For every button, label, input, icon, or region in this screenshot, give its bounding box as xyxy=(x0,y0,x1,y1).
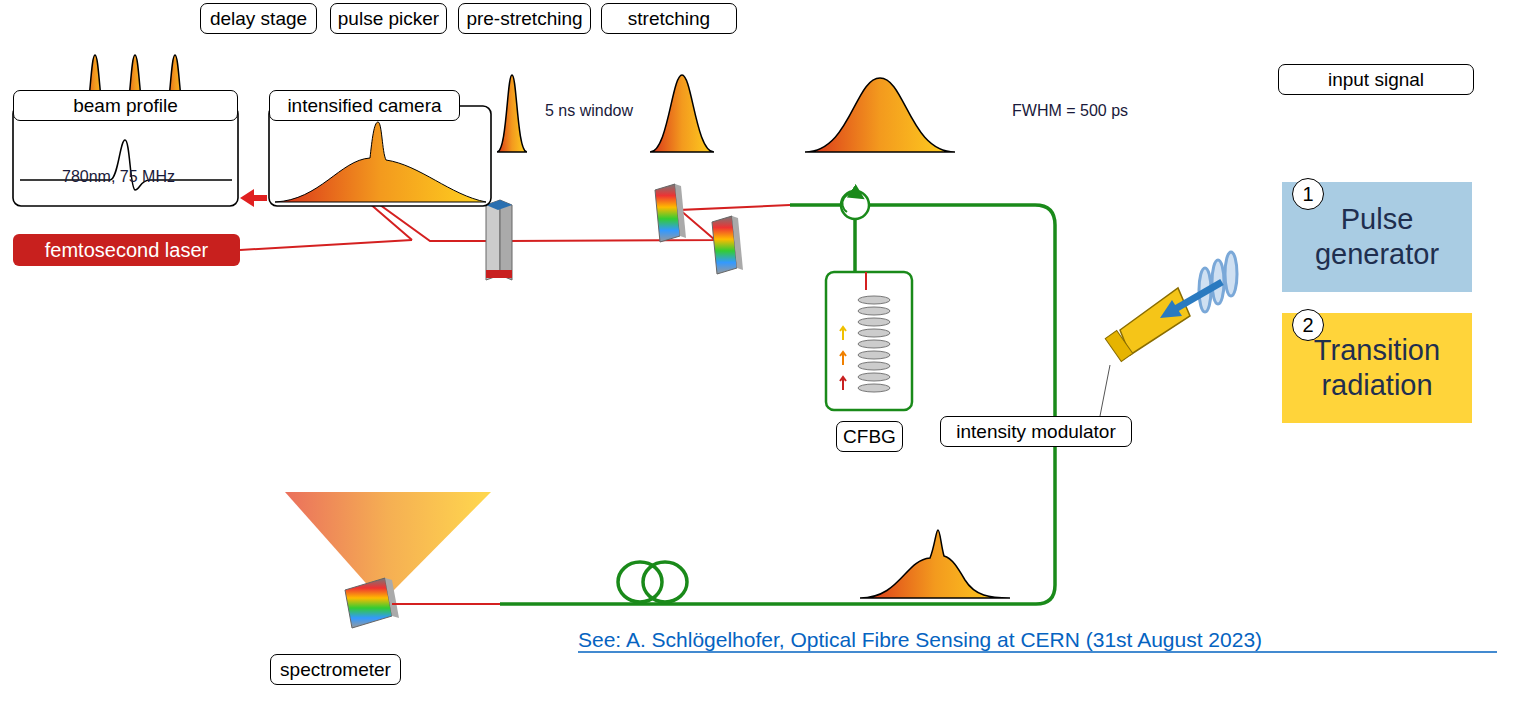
step-label: delay stage xyxy=(200,3,317,34)
node-label: pre-stretching xyxy=(466,8,582,30)
component-label: CFBG xyxy=(836,421,903,452)
step-label: pulse picker xyxy=(330,3,447,34)
node-label: input signal xyxy=(1328,69,1424,91)
annotation: FWHM = 500 ps xyxy=(1012,102,1128,120)
laser-box: femtosecond laser xyxy=(13,234,240,266)
node-label: Pulse generator xyxy=(1292,202,1462,272)
step-label: pre-stretching xyxy=(458,3,591,34)
annotation: 780nm, 75 MHz xyxy=(62,168,175,186)
reference-link: See: A. Schlögelhofer, Optical Fibre Sen… xyxy=(578,628,1262,652)
step-label: stretching xyxy=(601,3,737,34)
node-label: spectrometer xyxy=(280,659,391,681)
node-label: pulse picker xyxy=(338,8,439,30)
callout-number: 2 xyxy=(1302,314,1313,337)
component-label: spectrometer xyxy=(270,654,401,685)
node-label: beam profile xyxy=(13,90,238,121)
node-label: femtosecond laser xyxy=(45,239,208,262)
node-label: intensity modulator xyxy=(956,421,1115,443)
node-label: delay stage xyxy=(210,8,307,30)
node-label: Transition radiation xyxy=(1292,333,1462,403)
node-label: intensified camera xyxy=(269,90,460,121)
callout-number: 1 xyxy=(1302,183,1313,206)
header-box: input signal xyxy=(1278,64,1474,95)
signal-arrow xyxy=(240,189,267,207)
node-label: stretching xyxy=(628,8,710,30)
callout-number: 2 xyxy=(1292,309,1324,341)
panel: beam profile xyxy=(13,90,238,206)
node-label: CFBG xyxy=(843,426,896,448)
annotation: 5 ns window xyxy=(545,102,633,120)
callout-number: 1 xyxy=(1292,178,1324,210)
panel: intensified camera xyxy=(269,90,491,206)
component-label: intensity modulator xyxy=(940,416,1132,447)
